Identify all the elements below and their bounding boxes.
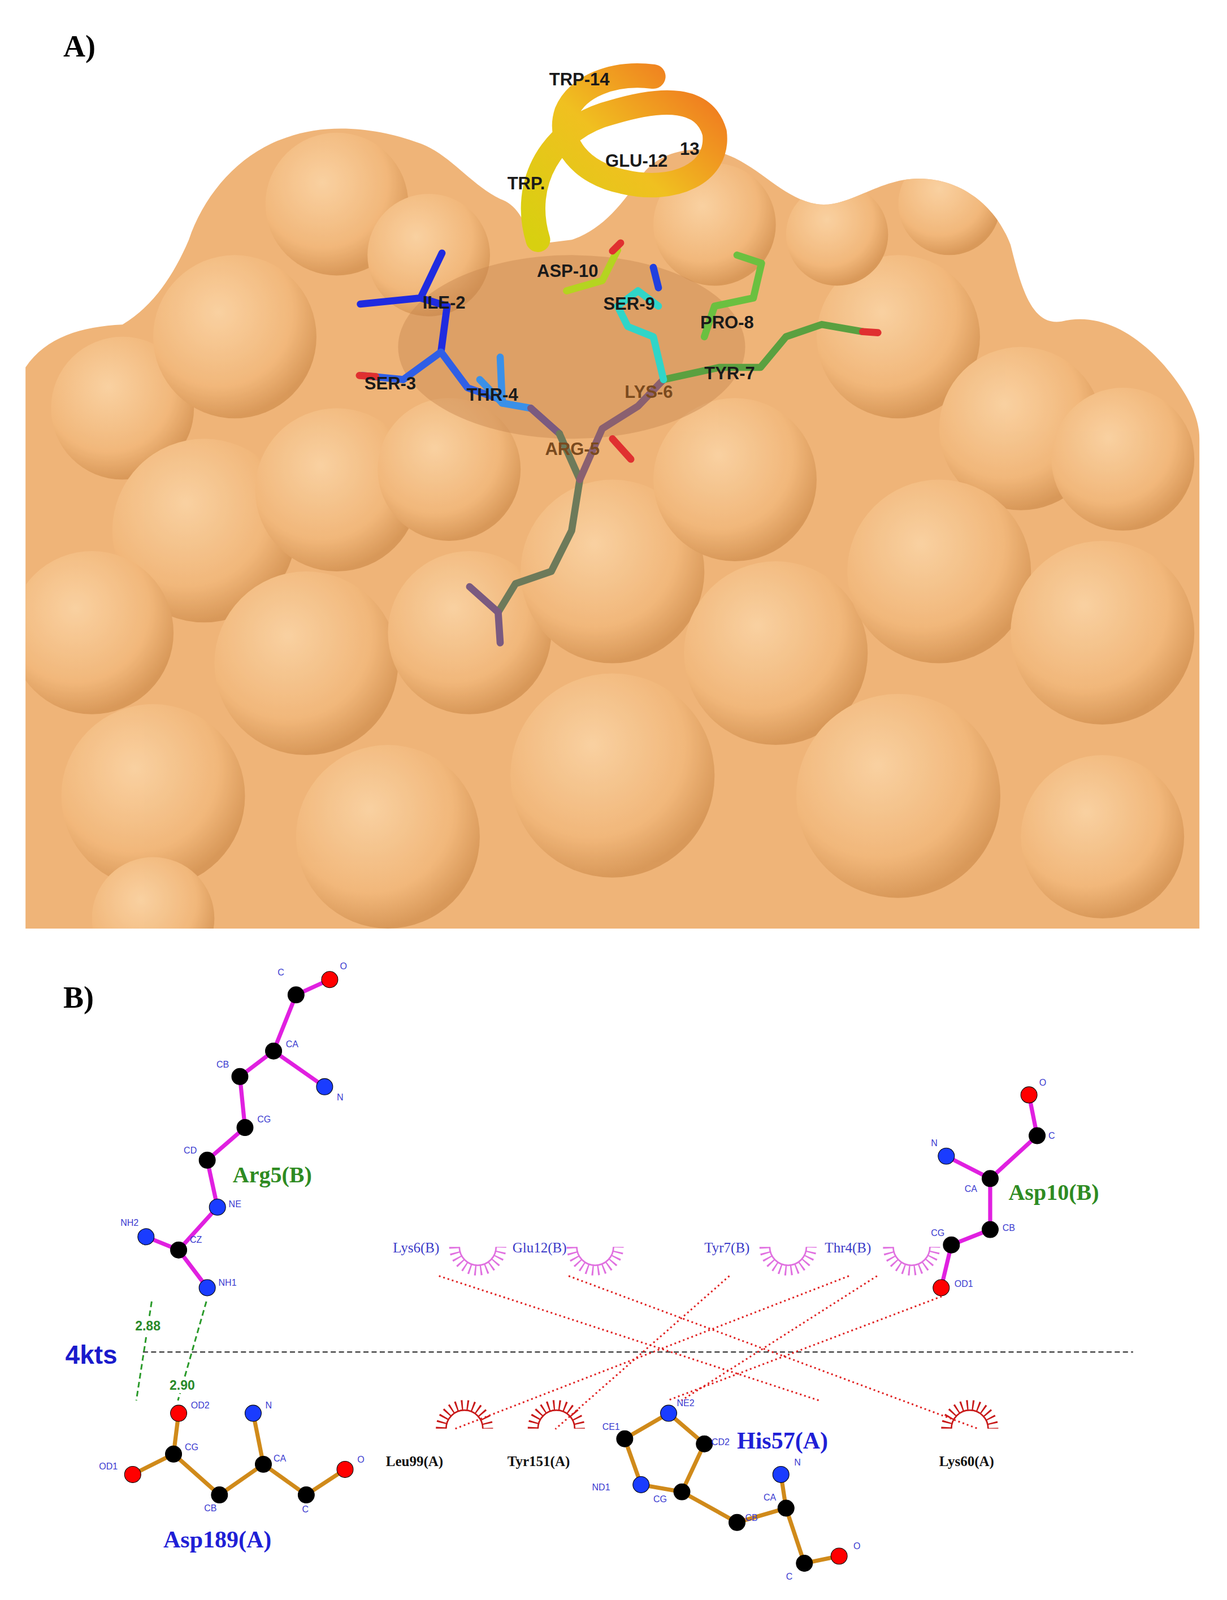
atom-label: CZ: [189, 1234, 202, 1246]
distance-label: 2.88: [133, 1318, 162, 1334]
atom-label: O: [1039, 1077, 1047, 1088]
residue-label: THR-4: [466, 384, 518, 406]
residue-label: PRO-8: [700, 312, 754, 333]
residue-label: SER-3: [364, 373, 416, 394]
atom-label: CA: [285, 1039, 299, 1050]
atom-label: O: [853, 1541, 861, 1552]
residue-node: Tyr7(B): [700, 1229, 798, 1276]
residue-label: 13: [679, 139, 700, 160]
atom-label: N: [794, 1457, 801, 1468]
residue-label: SER-9: [603, 293, 655, 315]
residue-label: LYS-6: [624, 382, 673, 403]
atom-label: OD1: [954, 1278, 974, 1290]
panel-label: A): [63, 28, 96, 64]
hydrophobic-contact: [568, 1276, 979, 1430]
peptide-sticks: [359, 75, 879, 644]
atom-label: N: [336, 1092, 344, 1103]
hydrophobic-contact: [555, 1276, 730, 1430]
atom-label: O: [357, 1454, 364, 1465]
atom-label: NE2: [676, 1398, 695, 1409]
atom-label: NH2: [120, 1217, 139, 1229]
distance-label: 2.90: [168, 1377, 197, 1394]
residue-label: GLU-12: [605, 150, 668, 172]
residue-label: Glu12(B): [512, 1239, 567, 1256]
protein-surface: [10, 128, 1200, 980]
residue-label: Lys60(A): [939, 1453, 995, 1470]
residue-node: Arg5(B): [120, 954, 381, 1302]
atom-label: C: [786, 1571, 793, 1582]
atom-label: CD2: [711, 1437, 730, 1448]
hydrogen-bond: [136, 1301, 152, 1401]
atom-label: CB: [216, 1059, 229, 1070]
atom-label: N: [930, 1138, 938, 1149]
atom-label: CD: [183, 1145, 197, 1156]
hydrophobic-contact: [439, 1276, 820, 1401]
atom-label: CA: [763, 1492, 776, 1503]
residue-label: His57(A): [736, 1427, 828, 1455]
atom-label: CG: [653, 1494, 667, 1505]
panel-label: B): [63, 980, 94, 1016]
residue-label: 4kts: [65, 1339, 118, 1370]
residue-label: ILE-2: [422, 292, 466, 314]
hydrophobic-contact: [454, 1276, 849, 1430]
atom-label: NE: [228, 1199, 242, 1210]
residue-label: Asp189(A): [163, 1525, 272, 1554]
atom-label: CA: [964, 1184, 978, 1195]
atom-label: N: [265, 1400, 273, 1411]
atom-label: OD2: [191, 1400, 210, 1411]
residue-label: TYR-7: [704, 363, 756, 384]
residue-node: Glu12(B): [507, 1229, 610, 1276]
residue-node: Lys6(B): [387, 1229, 491, 1276]
residue-node: His57(A): [612, 1400, 889, 1575]
residue-label: Thr4(B): [824, 1239, 871, 1256]
residue-label: ARG-5: [544, 439, 600, 460]
residue-label: Tyr151(A): [507, 1453, 571, 1470]
atoms: [124, 971, 1046, 1572]
residue-label: ASP-10: [536, 261, 599, 282]
atom-label: NH1: [218, 1277, 237, 1289]
atom-label: CB: [1002, 1223, 1016, 1234]
residue-node: Lys60(A): [934, 1429, 1047, 1476]
interface-line: [142, 1351, 1134, 1353]
residue-label: Tyr7(B): [704, 1239, 750, 1256]
hydrophobic-arcs: [440, 1246, 994, 1429]
residue-node: Thr4(B): [820, 1229, 915, 1276]
residue-label: Asp10(B): [1008, 1178, 1099, 1206]
atom-label: CB: [744, 1512, 758, 1524]
atom-label: C: [277, 967, 285, 978]
atom-label: O: [339, 961, 347, 972]
residue-node: Asp10(B): [918, 1071, 1149, 1296]
residue-node: Asp189(A): [110, 1400, 371, 1575]
atom-label: C: [1048, 1130, 1056, 1142]
atom-label: CG: [257, 1114, 271, 1125]
hydrophobic-contact: [681, 1276, 878, 1401]
hydrophobic-contact: [667, 1296, 942, 1401]
residue-label: TRP-14: [549, 69, 610, 90]
atom-label: C: [302, 1504, 310, 1515]
atom-label: CG: [184, 1442, 199, 1453]
residue-bonds: [132, 979, 1038, 1564]
atom-label: OD1: [98, 1461, 118, 1472]
atom-label: ND1: [592, 1482, 611, 1493]
atom-label: CA: [273, 1453, 286, 1464]
residue-node: Leu99(A): [382, 1429, 485, 1476]
atom-label: CE1: [602, 1421, 620, 1433]
atom-label: CG: [930, 1228, 945, 1239]
residue-label: Lys6(B): [392, 1239, 440, 1256]
residue-label: TRP.: [507, 173, 546, 194]
residue-label: Arg5(B): [232, 1161, 312, 1189]
residue-label: Leu99(A): [386, 1453, 444, 1470]
atom-label: CB: [204, 1503, 217, 1514]
residue-node: Tyr151(A): [504, 1429, 607, 1476]
